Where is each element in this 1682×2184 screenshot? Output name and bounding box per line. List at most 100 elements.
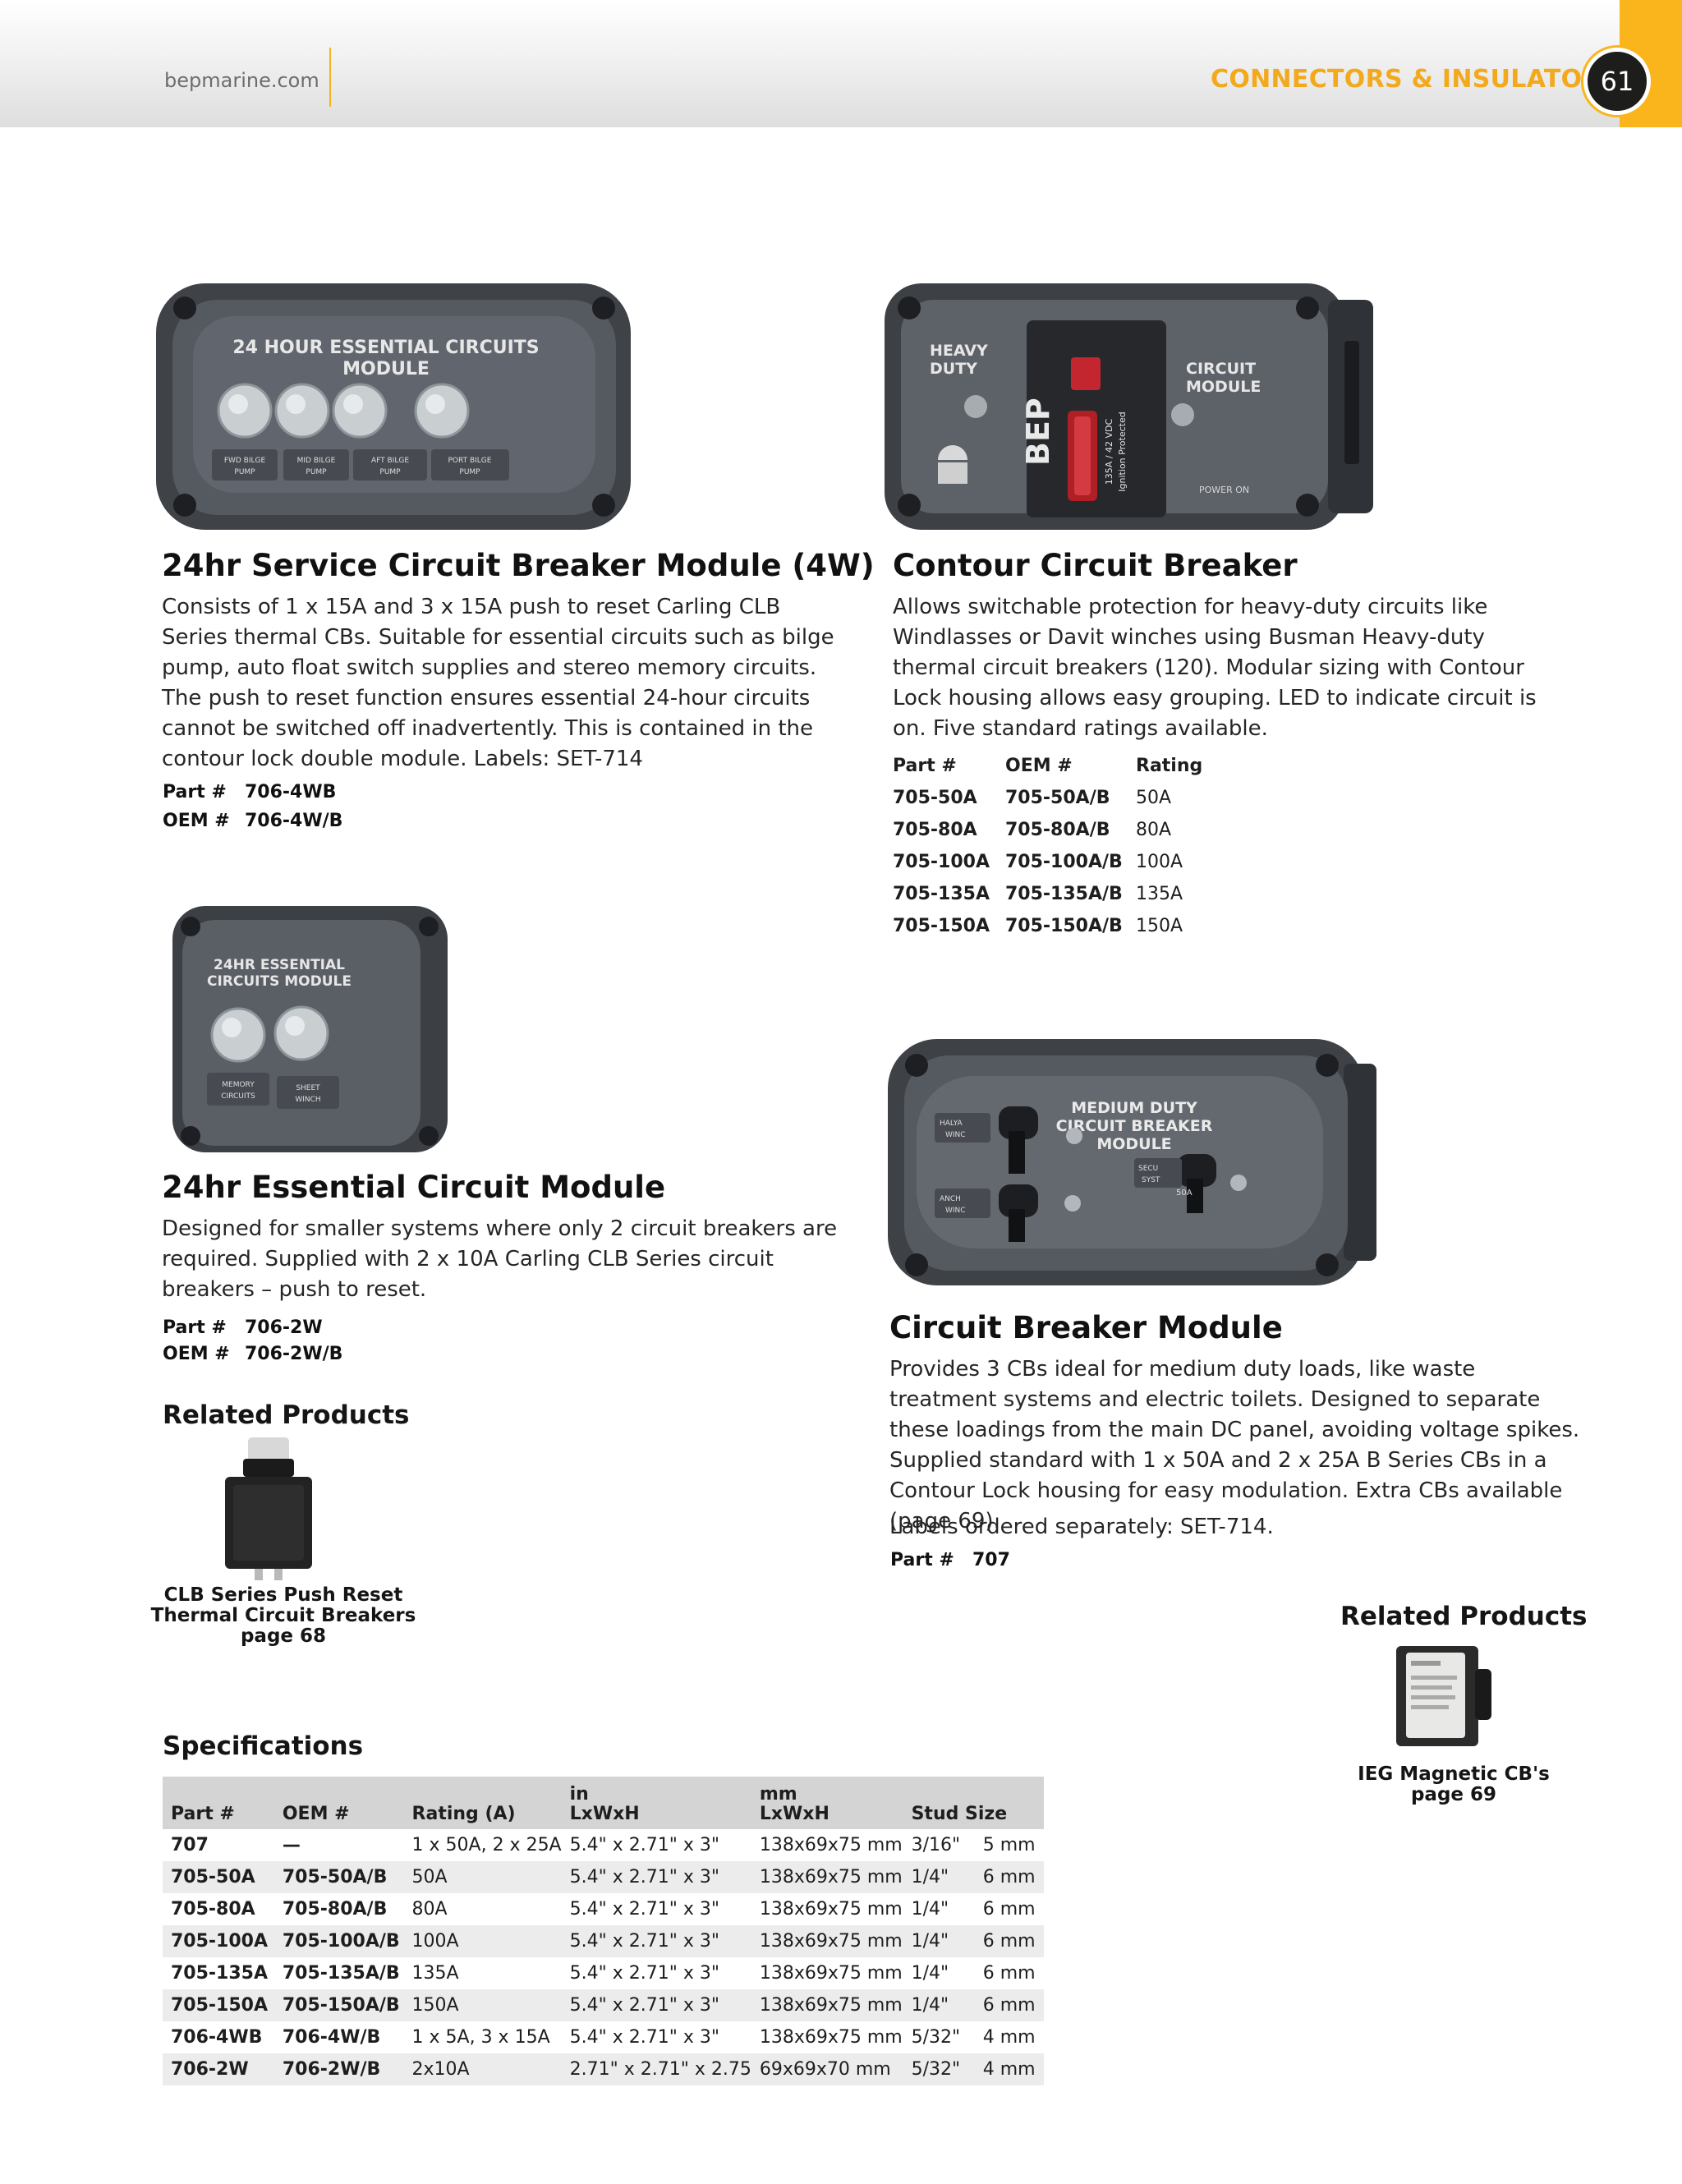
spec-oem: 706-4W/B [282, 2027, 381, 2048]
spec-mm: 138x69x75 mm [759, 1963, 903, 1984]
spec-oem: 706-2W/B [273, 2053, 404, 2085]
spec-part: 706-2W [163, 2053, 274, 2085]
related-products-heading-left: Related Products [163, 1400, 410, 1430]
oem-number-4w: 706-4W/B [245, 811, 343, 831]
table-header-row: Part # OEM # Rating [893, 750, 1226, 782]
image-heavy-label: HEAVY [930, 342, 988, 360]
spec-rating: 80A [411, 1899, 448, 1920]
spec-mm: 138x69x75 mm [751, 1925, 903, 1957]
related-caption-clb[interactable]: CLB Series Push Reset Thermal Circuit Br… [148, 1585, 419, 1647]
image-power-on-label: POWER ON [1199, 485, 1249, 495]
oem-cell: 705-150A/B [1005, 916, 1123, 936]
spec-rating: 1 x 50A, 2 x 25A [411, 1835, 562, 1855]
ieg-breaker-icon[interactable] [1390, 1643, 1500, 1749]
spec-mm: 138x69x75 mm [759, 2027, 903, 2048]
spec-stud-mm: 4 mm [982, 2027, 1036, 2048]
spec-stud-in: 1/4" [911, 1963, 949, 1984]
image-2w-label-memory-2: CIRCUITS [221, 1092, 255, 1101]
part-label: Part # [163, 782, 227, 802]
image-brand: BEP [1020, 398, 1056, 466]
spec-part: 706-4WB [171, 2027, 263, 2048]
spec-stud-in: 5/32" [903, 2053, 975, 2085]
spec-stud-mm: 6 mm [974, 1861, 1044, 1893]
image-cbm-title-1: MEDIUM DUTY [1071, 1099, 1197, 1117]
spec-part: 705-150A [163, 1989, 274, 2021]
rating-cell: 80A [1136, 820, 1172, 840]
part-cell: 705-100A [893, 852, 990, 872]
rating-cell: 150A [1136, 916, 1183, 936]
image-duty-label: DUTY [930, 360, 977, 378]
image-label-aft-1: AFT BILGE [371, 457, 409, 465]
oem-cell: 705-100A/B [1005, 852, 1123, 872]
image-module-label: MODULE [1186, 378, 1261, 396]
image-rating: 135A / 42 VDC [1104, 418, 1114, 485]
related-caption-ieg[interactable]: IEG Magnetic CB's page 69 [1330, 1764, 1577, 1805]
image-cbm-label-anch: ANCH [940, 1195, 961, 1203]
image-rating-sub: Ignition Protected [1117, 412, 1128, 491]
image-label-port-2: PUMP [459, 468, 480, 476]
spec-header-oem: OEM # [273, 1777, 404, 1829]
spec-in: 5.4" x 2.71" x 3" [569, 1835, 719, 1855]
image-cbm-label-syst: SYST [1142, 1176, 1160, 1184]
product-image-2w-module: 24HR ESSENTIAL CIRCUITS MODULE MEMORY CI… [172, 906, 448, 1152]
image-cbm-label-winc-1: WINC [945, 1131, 966, 1139]
site-url[interactable]: bepmarine.com [164, 69, 319, 92]
image-2w-label-sheet-2: WINCH [295, 1096, 320, 1104]
spec-rating: 135A [411, 1963, 459, 1984]
clb-breaker-icon[interactable] [215, 1436, 322, 1582]
page-header [0, 0, 1682, 127]
oem-row-2w: OEM #706-2W/B [163, 1344, 342, 1364]
spec-stud-mm: 6 mm [982, 1899, 1036, 1920]
spec-in: 5.4" x 2.71" x 3" [569, 1963, 719, 1984]
part-label: Part # [890, 1550, 954, 1570]
rating-cell: 50A [1136, 788, 1172, 808]
header-rating: Rating [1136, 756, 1203, 776]
oem-cell: 705-50A/B [1005, 788, 1110, 808]
header-divider [329, 48, 331, 107]
oem-cell: 705-135A/B [1005, 884, 1123, 904]
spec-in: 2.71" x 2.71" x 2.75 [561, 2053, 751, 2085]
spec-part: 705-50A [163, 1861, 274, 1893]
part-number-4w: 706-4WB [245, 782, 337, 802]
header-oem: OEM # [1005, 756, 1073, 776]
spec-mm: 138x69x75 mm [759, 1899, 903, 1920]
product-title-cbm: Circuit Breaker Module [889, 1310, 1283, 1345]
part-row-2w: Part # 706-2W [163, 1317, 323, 1338]
spec-mm: 69x69x70 mm [751, 2053, 903, 2085]
spec-oem: 705-100A/B [273, 1925, 404, 1957]
image-cbm-title-3: MODULE [1096, 1135, 1171, 1153]
oem-number-2w: 706-2W/B [245, 1344, 343, 1364]
spec-stud-in: 3/16" [911, 1835, 961, 1855]
image-2w-label-memory-1: MEMORY [222, 1081, 255, 1089]
spec-mm: 138x69x75 mm [751, 1861, 903, 1893]
image-label-mid-2: PUMP [306, 468, 327, 476]
image-module-subtitle: MODULE [342, 359, 430, 379]
related-products-heading-right: Related Products [1340, 1602, 1588, 1631]
spec-part: 707 [171, 1835, 209, 1855]
spec-rating: 50A [403, 1861, 562, 1893]
spec-header-part: Part # [163, 1777, 274, 1829]
image-cbm-label-winc-2: WINC [945, 1207, 966, 1215]
part-row-cbm: Part #707 [890, 1550, 1010, 1570]
part-label: Part # [163, 1317, 227, 1338]
part-number-2w: 706-2W [245, 1317, 323, 1338]
image-label-fwd-1: FWD BILGE [224, 457, 266, 465]
image-cbm-label-secu: SECU [1138, 1165, 1158, 1173]
spec-stud-mm: 6 mm [974, 1989, 1044, 2021]
image-cbm-label-halya: HALYA [940, 1120, 963, 1128]
spec-in: 5.4" x 2.71" x 3" [561, 1925, 751, 1957]
spec-stud-in: 1/4" [903, 1861, 975, 1893]
product-description-contour: Allows switchable protection for heavy-d… [893, 595, 1537, 741]
spec-header-rating: Rating (A) [403, 1777, 562, 1829]
